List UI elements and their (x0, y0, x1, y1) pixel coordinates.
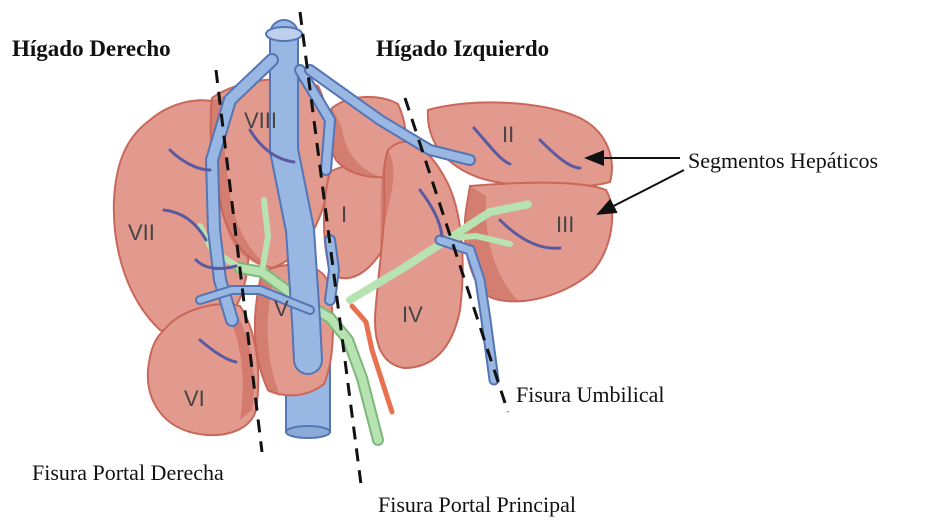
segment-label-iv: IV (402, 302, 423, 327)
label-fisura-portal-principal: Fisura Portal Principal (378, 492, 576, 518)
segment-label-vii: VII (128, 220, 155, 245)
segment-label-viii: VIII (244, 108, 277, 133)
heading-left-liver: Hígado Izquierdo (376, 36, 549, 62)
vena-cava-top (266, 27, 302, 41)
label-fisura-umbilical: Fisura Umbilical (516, 382, 664, 408)
label-segmentos-hepaticos: Segmentos Hepáticos (688, 148, 878, 174)
label-fisura-portal-derecha: Fisura Portal Derecha (32, 460, 224, 486)
segment-label-iii: III (556, 212, 574, 237)
segment-label-i: I (341, 202, 347, 227)
segment-label-ii: II (502, 122, 514, 147)
segment-ii-lobe (428, 102, 612, 187)
segment-label-vi: VI (184, 386, 205, 411)
heading-right-liver: Hígado Derecho (12, 36, 171, 62)
segment-label-v: V (274, 296, 289, 321)
